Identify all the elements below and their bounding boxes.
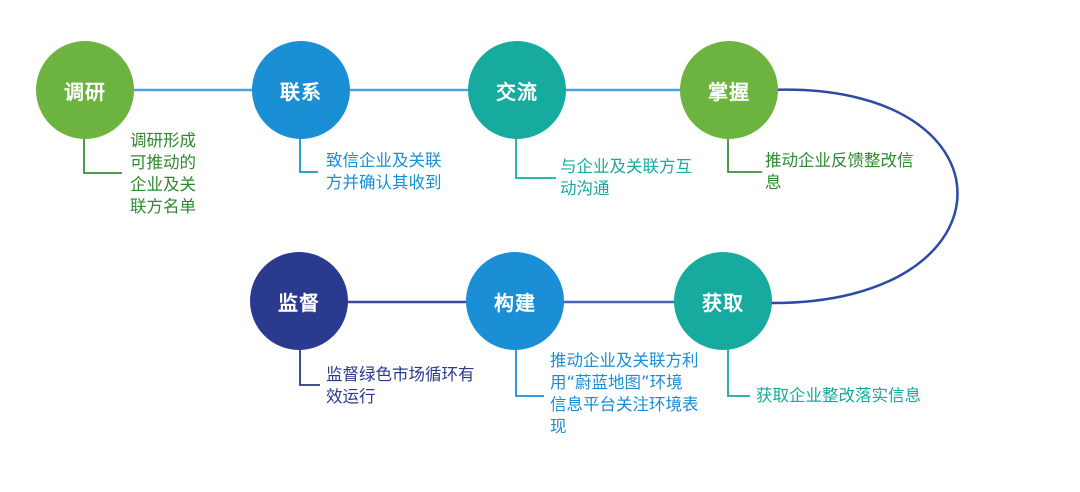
step-node-build: 构建 — [466, 252, 564, 350]
callout-step2 — [299, 135, 318, 173]
step-node-research: 调研 — [36, 41, 134, 139]
callout-step1 — [83, 125, 122, 174]
step-description-grasp: 推动企业反馈整改信 息 — [765, 151, 914, 192]
step-label-grasp: 掌握 — [708, 79, 750, 104]
step-label-supervise: 监督 — [278, 290, 320, 315]
step-node-contact: 联系 — [252, 41, 350, 139]
callout-step7 — [299, 345, 320, 386]
step-label-acquire: 获取 — [702, 290, 744, 315]
step-node-exchange: 交流 — [468, 41, 566, 139]
step-description-acquire: 获取企业整改落实信息 — [756, 386, 921, 405]
step-description-research: 调研形成 可推动的 企业及关 联方名单 — [130, 131, 196, 216]
step-label-exchange: 交流 — [496, 79, 538, 104]
callout-step3 — [515, 135, 556, 179]
step-node-grasp: 掌握 — [680, 41, 778, 139]
step-node-acquire: 获取 — [674, 252, 772, 350]
step-node-supervise: 监督 — [250, 252, 348, 350]
loop-connector — [769, 88, 959, 305]
step-description-contact: 致信企业及关联 方并确认其收到 — [326, 151, 442, 192]
step-label-research: 调研 — [64, 79, 106, 104]
callout-step4 — [727, 135, 762, 173]
step-description-build: 推动企业及关联方利 用“蔚蓝地图”环境 信息平台关注环境表 现 — [550, 351, 699, 436]
step-description-exchange: 与企业及关联方互 动沟通 — [560, 157, 692, 198]
callout-step6 — [515, 345, 544, 397]
step-label-build: 构建 — [494, 290, 536, 315]
callout-step5 — [727, 345, 750, 397]
step-description-supervise: 监督绿色市场循环有 效运行 — [326, 365, 475, 406]
step-label-contact: 联系 — [280, 79, 322, 104]
